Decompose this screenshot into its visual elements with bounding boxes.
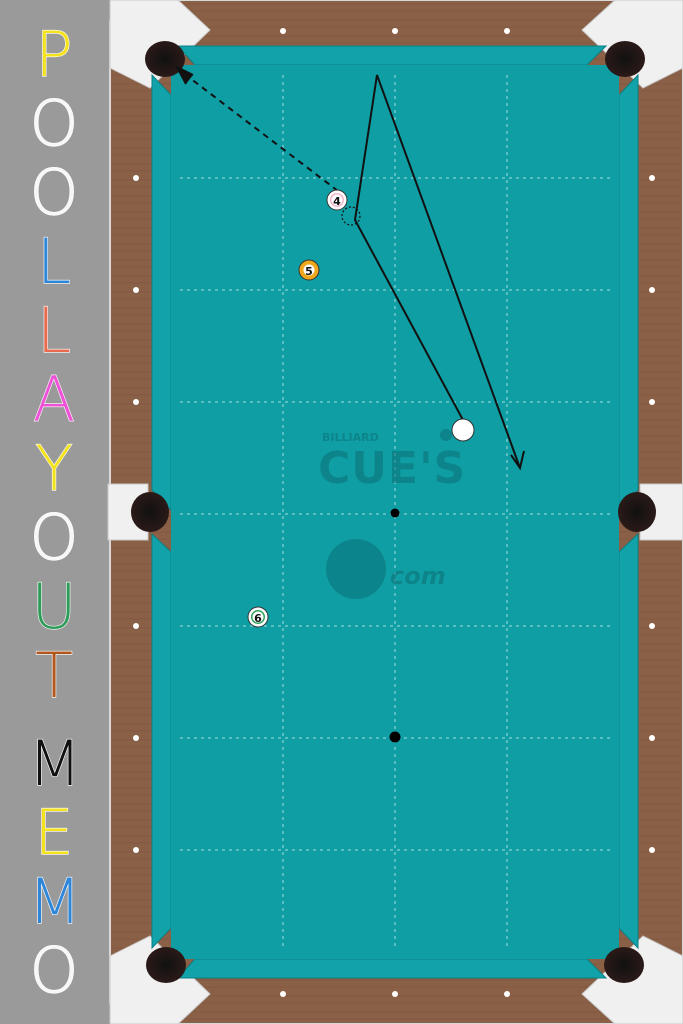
shot-lines xyxy=(174,64,525,471)
title-letter-1: P xyxy=(35,18,74,91)
title-letter-10: T xyxy=(34,639,73,712)
table-cushions xyxy=(151,45,639,979)
title-letter-9: U xyxy=(31,570,78,643)
rail-diamonds xyxy=(133,28,655,997)
ball-5-label: 5 xyxy=(305,265,313,278)
title-letter-12: E xyxy=(34,796,74,869)
title-sidebar: P O O L L A Y O U T M E M O xyxy=(0,0,108,1024)
title-letter-4: L xyxy=(36,225,72,298)
pocket-bottom-right xyxy=(604,947,644,983)
cue-ball[interactable] xyxy=(451,418,475,442)
watermark-small-text: BILLIARD xyxy=(322,431,379,444)
title-letter-5: L xyxy=(36,294,72,367)
watermark-main-text: CUE'S xyxy=(318,443,466,494)
pocket-middle-right xyxy=(618,492,656,532)
ball-4-label: 4 xyxy=(333,195,341,208)
title-letter-8: O xyxy=(29,501,79,574)
pocket-top-right xyxy=(605,41,645,77)
title-letter-11: M xyxy=(27,727,82,800)
pocket-middle-left xyxy=(131,492,169,532)
watermark-logo: BILLIARD CUE'S com xyxy=(318,429,466,599)
title-letter-13: M xyxy=(27,865,82,938)
ball-6-label: 6 xyxy=(254,612,262,625)
table-pockets xyxy=(131,41,656,983)
table-spots xyxy=(389,508,401,743)
ball-4[interactable]: 4 xyxy=(326,189,348,211)
pocket-bottom-left xyxy=(146,947,186,983)
title-letter-7: Y xyxy=(34,432,73,505)
title-letter-14: O xyxy=(29,934,79,1007)
ball-6[interactable]: 6 xyxy=(247,606,269,628)
title-letter-2: O xyxy=(29,87,79,160)
watermark-logo-text: com xyxy=(390,562,446,590)
pocket-top-left xyxy=(145,41,185,77)
title-letter-3: O xyxy=(29,156,79,229)
title-letter-6: A xyxy=(32,363,76,436)
ball-5[interactable]: 5 xyxy=(298,259,320,281)
